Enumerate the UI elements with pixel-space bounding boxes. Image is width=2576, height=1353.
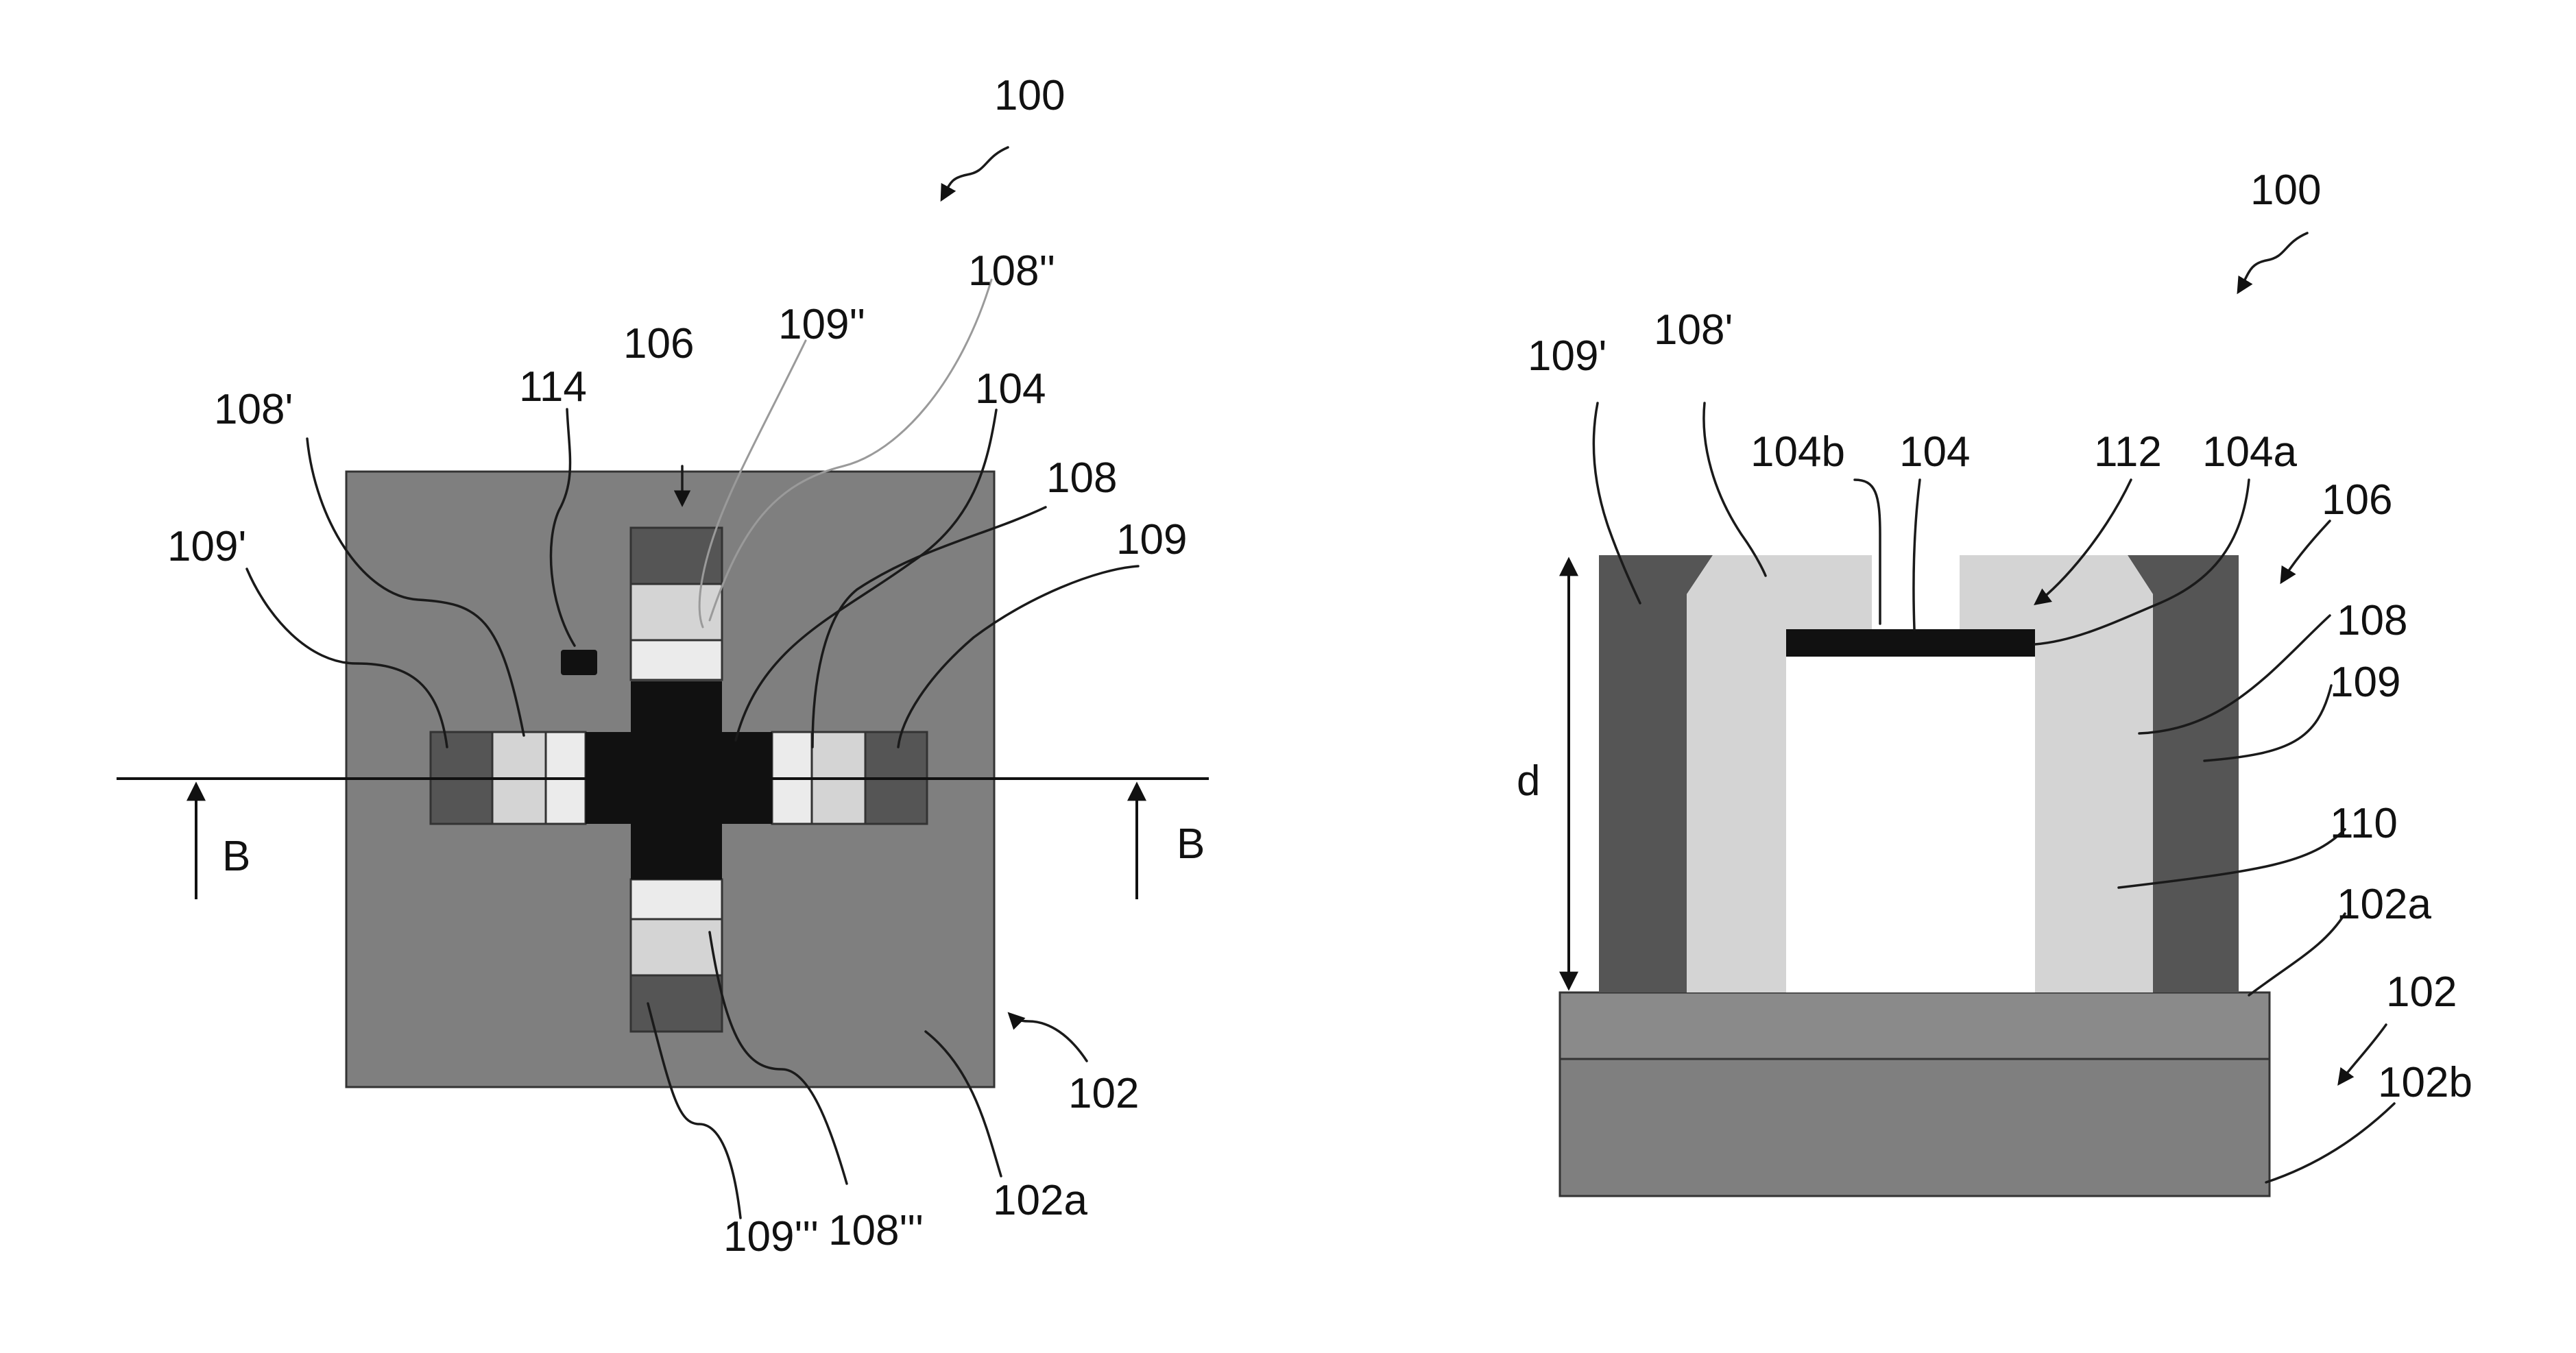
section-view: 100 109' 108' 104b 104 112 104a 106 108 … (1517, 167, 2472, 1196)
label-109-top: 109 (1116, 516, 1187, 563)
label-104b: 104b (1750, 428, 1845, 476)
label-104-top: 104 (975, 365, 1046, 413)
substrate-layer-102b (1560, 1059, 2270, 1196)
label-114: 114 (519, 363, 587, 411)
leader-100-section (2239, 233, 2307, 291)
leader-102-top (1010, 1014, 1087, 1061)
membrane-104 (1786, 629, 2035, 657)
label-100-top: 100 (994, 72, 1065, 119)
label-102a-top: 102a (993, 1177, 1087, 1224)
bottom-arm-inner-segment-upper (631, 879, 722, 919)
cavity-110 (1786, 629, 2035, 992)
label-100-section: 100 (2250, 167, 2321, 214)
leader-104-section (1914, 480, 1920, 629)
label-108pp: 108'' (968, 247, 1055, 295)
top-arm-inner-segment-lower (631, 640, 722, 680)
leader-102b (2266, 1104, 2394, 1182)
label-106-section: 106 (2322, 476, 2392, 524)
label-109-section: 109 (2330, 659, 2400, 706)
leader-100-top (942, 147, 1008, 199)
leader-106-section (2282, 521, 2330, 581)
label-104a: 104a (2202, 428, 2297, 476)
label-108p-section: 108' (1654, 306, 1733, 354)
label-102-section: 102 (2386, 968, 2457, 1016)
label-108p-top: 108' (214, 386, 293, 433)
label-109p-section: 109' (1528, 332, 1606, 380)
label-104-section: 104 (1899, 428, 1970, 476)
label-d: d (1517, 757, 1540, 805)
label-109p-top: 109' (167, 523, 246, 570)
leader-102a-section (2249, 914, 2345, 995)
label-b-right: B (1177, 820, 1205, 868)
top-arm-inner-segment-upper (631, 584, 722, 640)
label-109pp: 109'' (778, 301, 865, 348)
label-b-left: B (222, 833, 250, 880)
bottom-arm-outer-segment (631, 975, 722, 1032)
label-109ppp: 109''' (723, 1213, 819, 1260)
label-102b: 102b (2378, 1059, 2472, 1106)
label-106-top: 106 (623, 320, 694, 367)
marker-114 (561, 650, 597, 675)
label-110: 110 (2330, 800, 2398, 847)
label-102a-section: 102a (2337, 881, 2431, 928)
bottom-arm-inner-segment-lower (631, 919, 722, 975)
label-108ppp: 108''' (828, 1207, 924, 1254)
label-108-section: 108 (2337, 597, 2407, 644)
label-112: 112 (2094, 428, 2162, 476)
substrate-layer-102a (1560, 992, 2270, 1059)
label-102-top: 102 (1068, 1070, 1139, 1117)
top-view: 100 106 114 109'' 108'' 104 108' 109' 10… (117, 72, 1209, 1260)
label-108-top: 108 (1046, 454, 1117, 502)
